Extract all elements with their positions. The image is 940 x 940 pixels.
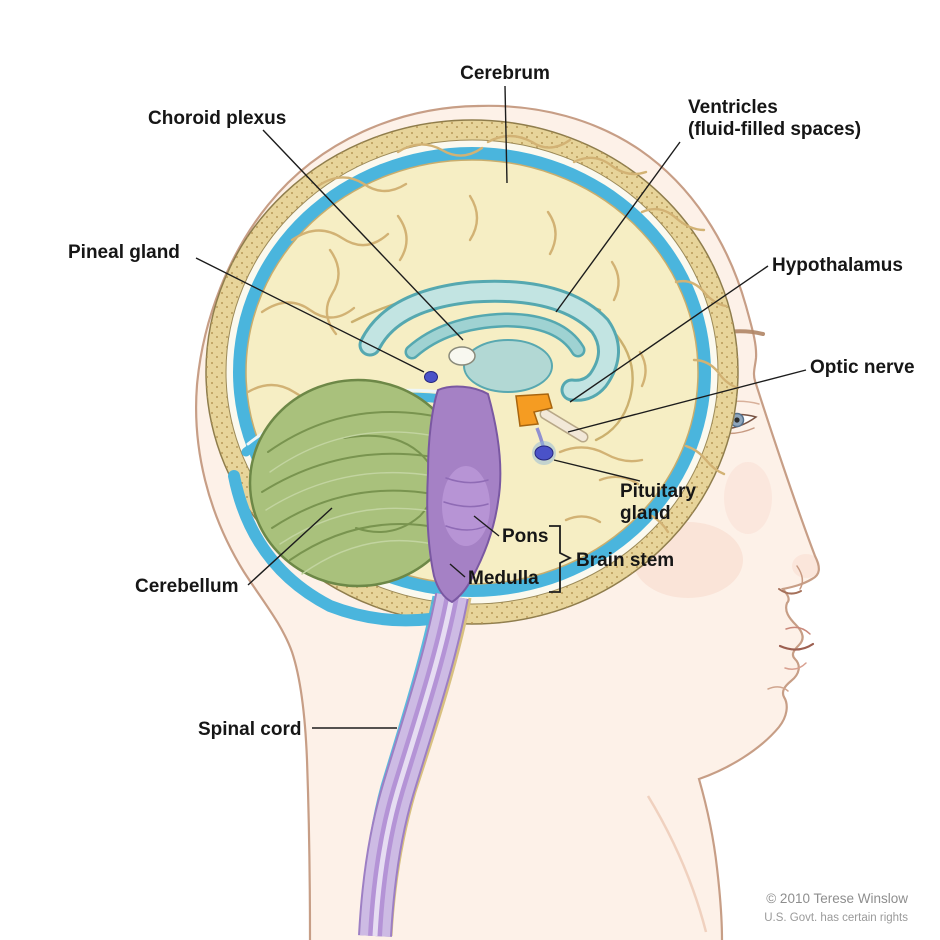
thalamus [463,339,553,393]
nose-ala-crease [796,565,804,590]
leader-medulla [449,563,466,578]
label-spinal-cord: Spinal cord [198,719,301,740]
optic-chiasm-shape [515,393,553,427]
csf-under-cerebellum [228,470,464,627]
back-of-head-outline [195,104,480,940]
leader-hypothalamus [569,265,769,403]
label-cerebrum: Cerebrum [460,63,550,84]
label-cerebellum: Cerebellum [135,576,238,597]
label-choroid-plexus: Choroid plexus [148,108,286,129]
face-profile-outline [476,104,820,940]
leader-pineal-gland [195,257,425,373]
septum-oval [448,346,476,366]
label-pituitary-line2: gland [620,503,671,524]
lower-lip-line [784,662,807,670]
credit: © 2010 Terese Winslow U.S. Govt. has cer… [764,891,908,924]
label-ventricles-line2: (fluid-filled spaces) [688,119,861,140]
leader-pons [473,515,500,537]
label-pituitary-line1: Pituitary [620,481,696,502]
midline-structures [424,371,589,465]
brain-stem-shape [426,385,502,604]
mouth-line [778,642,815,651]
spinal-cord-shape [358,592,472,937]
leader-ventricles [555,141,681,313]
label-hypothalamus: Hypothalamus [772,255,903,276]
upper-lip-line [785,626,811,635]
nose-tip-blush [792,554,820,578]
leader-pituitary-gland [553,459,641,482]
label-medulla: Medulla [468,568,539,589]
credit-line2: U.S. Govt. has certain rights [764,912,908,924]
neck-muscle-line [646,795,708,933]
leader-cerebellum [247,507,333,586]
pineal-gland-shape [424,371,438,383]
pituitary-gland-shape [534,445,554,461]
leader-choroid-plexus [262,129,464,341]
pons-striations [443,477,489,531]
leader-optic-nerve [567,369,807,433]
cheekbone-blush [724,462,772,534]
label-brain-stem: Brain stem [576,550,674,571]
label-ventricles-line1: Ventricles [688,97,778,118]
leader-lines [195,85,807,729]
label-optic-nerve: Optic nerve [810,357,915,378]
credit-line1: © 2010 Terese Winslow [766,891,908,906]
nostril [778,588,802,595]
brain-stem-bracket [549,525,573,593]
labels: Cerebrum Choroid plexus Ventricles (flui… [68,63,915,740]
label-pons: Pons [502,526,548,547]
pupil [734,417,740,423]
chin-crease [767,686,789,692]
leader-cerebrum [504,85,508,184]
label-pineal-gland: Pineal gland [68,242,180,263]
